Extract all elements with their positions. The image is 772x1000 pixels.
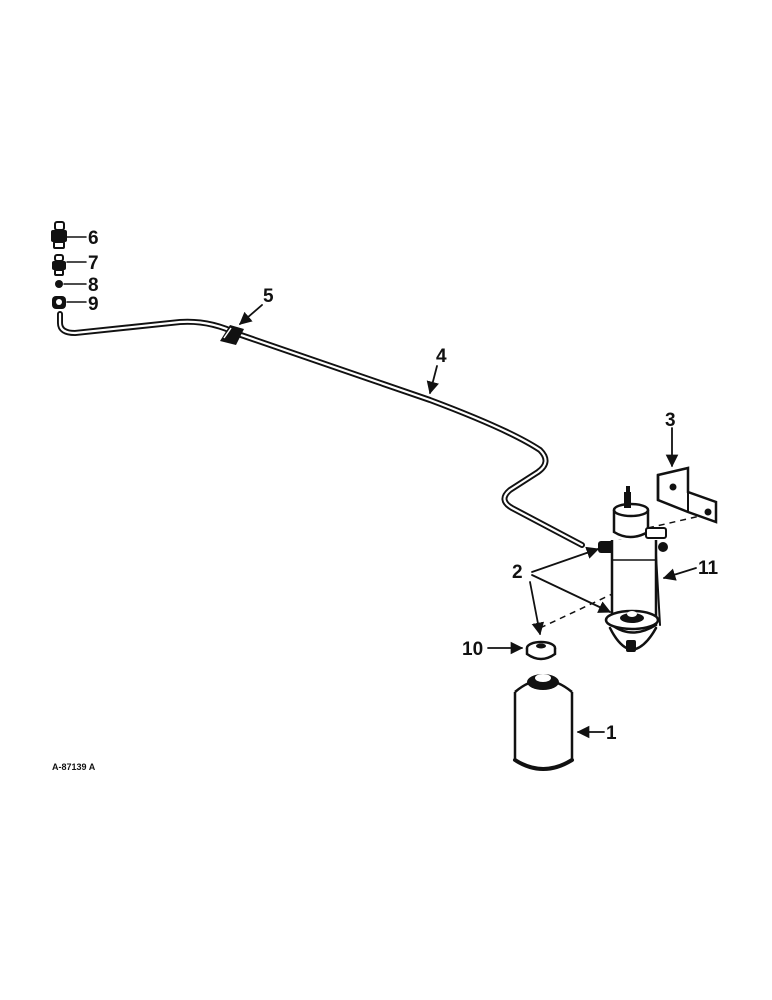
callout-8: 8: [88, 275, 99, 296]
filter-assembly-icon: [598, 486, 668, 652]
callout-3: 3: [665, 410, 676, 431]
mounting-bracket-icon: [656, 466, 718, 524]
fitting-9-icon: [52, 296, 66, 309]
filter-element-icon: [513, 674, 574, 771]
callout-2: 2: [512, 562, 523, 583]
line-clip-icon: [220, 325, 244, 345]
callout-10: 10: [462, 639, 483, 660]
callout-5: 5: [263, 286, 274, 307]
fitting-7-icon: [52, 254, 66, 276]
callout-4: 4: [436, 346, 447, 367]
fuel-line: [57, 311, 585, 548]
drawing-reference-code: A-87139 A: [52, 762, 96, 772]
callout-9: 9: [88, 294, 99, 315]
callout-1: 1: [606, 723, 617, 744]
callout-11: 11: [698, 558, 719, 579]
fitting-6-icon: [51, 221, 67, 249]
callout-leaders: [239, 304, 697, 739]
callout-7: 7: [88, 253, 99, 274]
callout-6: 6: [88, 228, 99, 249]
fitting-leader-lines: [63, 236, 87, 303]
gasket-icon: [525, 640, 557, 661]
fitting-8-icon: [55, 280, 63, 288]
